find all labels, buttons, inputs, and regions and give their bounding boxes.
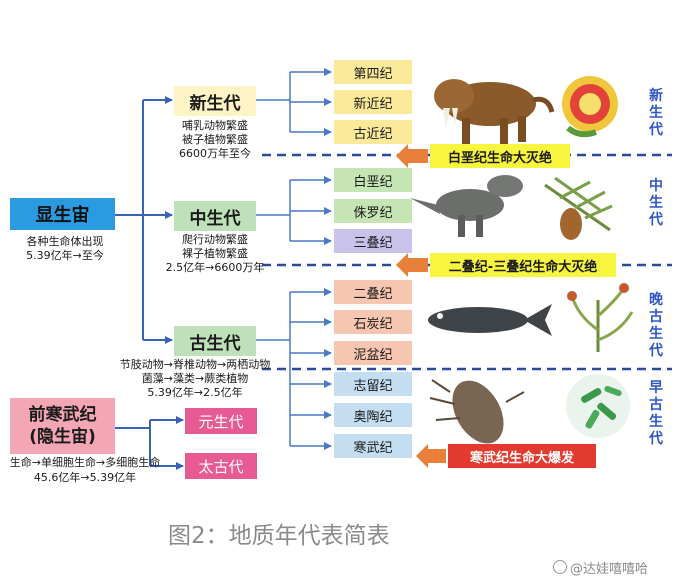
period-cambrian: 寒武纪 — [334, 434, 412, 458]
cenozoic-desc-3: 6600万年至今 — [179, 147, 251, 160]
fish-icon — [428, 304, 552, 336]
paleozoic-desc-2: 菌藻→藻类→蕨类植物 — [141, 372, 249, 385]
precambrian-desc-1: 生命→单细胞生命→多细胞生命 — [9, 456, 161, 469]
figure-caption: 图2：地质年代表简表 — [168, 523, 390, 549]
period-carboniferous: 石炭纪 — [334, 310, 412, 334]
algae-icon — [566, 374, 630, 438]
precambrian-title-2: (隐生宙) — [29, 427, 96, 447]
conifer-icon — [544, 176, 613, 240]
side-label-late-paleozoic: 晚古生代 — [649, 292, 663, 359]
period-devonian: 泥盆纪 — [334, 341, 412, 365]
event-cambrian-explosion: 寒武纪生命大爆发 — [448, 444, 596, 468]
mesozoic-desc-1: 爬行动物繁盛 — [182, 233, 248, 246]
side-label-early-paleozoic: 早古生代 — [649, 380, 663, 447]
period-neogene: 新近纪 — [334, 90, 412, 114]
period-ordovician: 奥陶纪 — [334, 403, 412, 427]
proterozoic-box: 元生代 — [185, 408, 257, 434]
saber-tooth-icon — [434, 79, 555, 144]
angiosperm-icon — [562, 76, 618, 138]
mesozoic-desc-3: 2.5亿年→6600万年 — [165, 261, 265, 274]
period-quaternary: 第四纪 — [334, 60, 412, 84]
side-label-mesozoic: 中生代 — [649, 178, 663, 228]
event-permian-extinction: 二叠纪-三叠纪生命大灭绝 — [430, 253, 616, 277]
period-triassic: 三叠纪 — [334, 229, 412, 253]
paleozoic-desc-3: 5.39亿年→2.5亿年 — [147, 386, 243, 399]
period-jurassic: 侏罗纪 — [334, 199, 412, 223]
side-label-cenozoic: 新生代 — [649, 88, 663, 138]
dinosaur-icon — [410, 175, 523, 237]
period-silurian: 志留纪 — [334, 372, 412, 396]
fern-icon — [567, 283, 634, 352]
cenozoic-desc-2: 被子植物繁盛 — [182, 133, 248, 146]
watermark: @达娃嘻嘻哈 — [570, 562, 649, 577]
phanerozoic-box: 显生宙 — [10, 198, 115, 230]
paleozoic-era-box: 古生代 — [174, 326, 256, 356]
event-cretaceous-extinction: 白垩纪生命大灭绝 — [430, 144, 570, 168]
weibo-icon — [553, 560, 567, 574]
phanerozoic-desc-1: 各种生命体出现 — [26, 235, 104, 248]
cenozoic-era-box: 新生代 — [174, 86, 256, 116]
period-cretaceous: 白垩纪 — [334, 168, 412, 192]
archean-box: 太古代 — [185, 453, 257, 479]
precambrian-box: 前寒武纪 (隐生宙) — [10, 398, 115, 454]
phanerozoic-desc-2: 5.39亿年→至今 — [26, 249, 104, 262]
precambrian-title-1: 前寒武纪 — [28, 405, 97, 425]
precambrian-desc-2: 45.6亿年→5.39亿年 — [33, 471, 137, 484]
paleozoic-desc-1: 节肢动物→脊椎动物→两栖动物 — [119, 358, 271, 371]
period-paleogene: 古近纪 — [334, 120, 412, 144]
cenozoic-desc-1: 哺乳动物繁盛 — [182, 119, 248, 132]
mesozoic-era-box: 中生代 — [174, 201, 256, 231]
mesozoic-desc-2: 裸子植物繁盛 — [182, 247, 248, 260]
period-permian: 二叠纪 — [334, 280, 412, 304]
trilobite-icon — [429, 379, 525, 444]
